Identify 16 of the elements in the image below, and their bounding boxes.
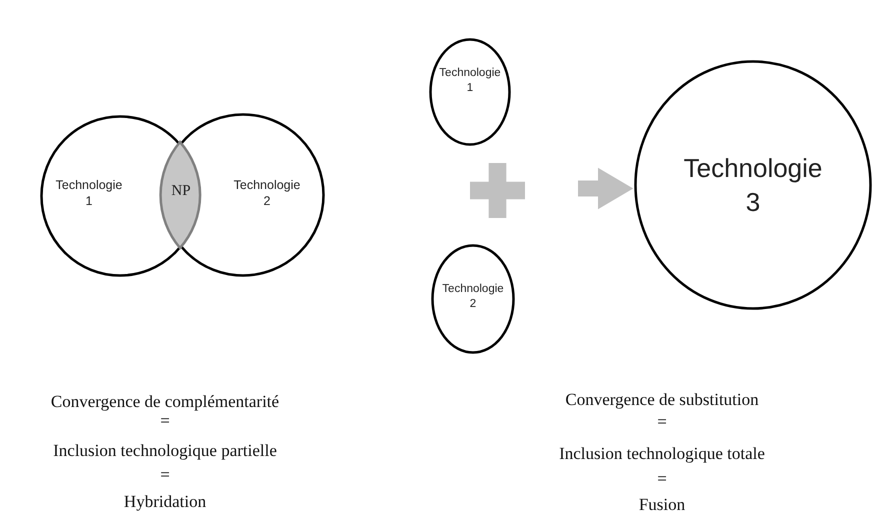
equals-sign: = — [657, 412, 667, 432]
caption-text: Inclusion technologique partielle — [53, 441, 277, 461]
circle-label: Technologie 1 — [438, 66, 502, 96]
equals-sign: = — [160, 465, 170, 485]
circle-label: Technologie 1 — [54, 177, 124, 210]
caption-text: Convergence de substitution — [565, 390, 759, 410]
caption-text: Hybridation — [124, 492, 206, 512]
circle-label: Technologie 2 — [441, 282, 505, 312]
caption-text: Fusion — [638, 495, 686, 515]
circle-label: Technologie 3 — [682, 152, 824, 219]
caption-text: Convergence de complémentarité — [50, 392, 280, 412]
overlap-label: NP — [170, 182, 192, 201]
equals-sign: = — [657, 469, 667, 489]
caption-text: Inclusion technologique totale — [559, 444, 765, 464]
equals-sign: = — [160, 411, 170, 431]
circle-label: Technologie 2 — [232, 177, 302, 210]
